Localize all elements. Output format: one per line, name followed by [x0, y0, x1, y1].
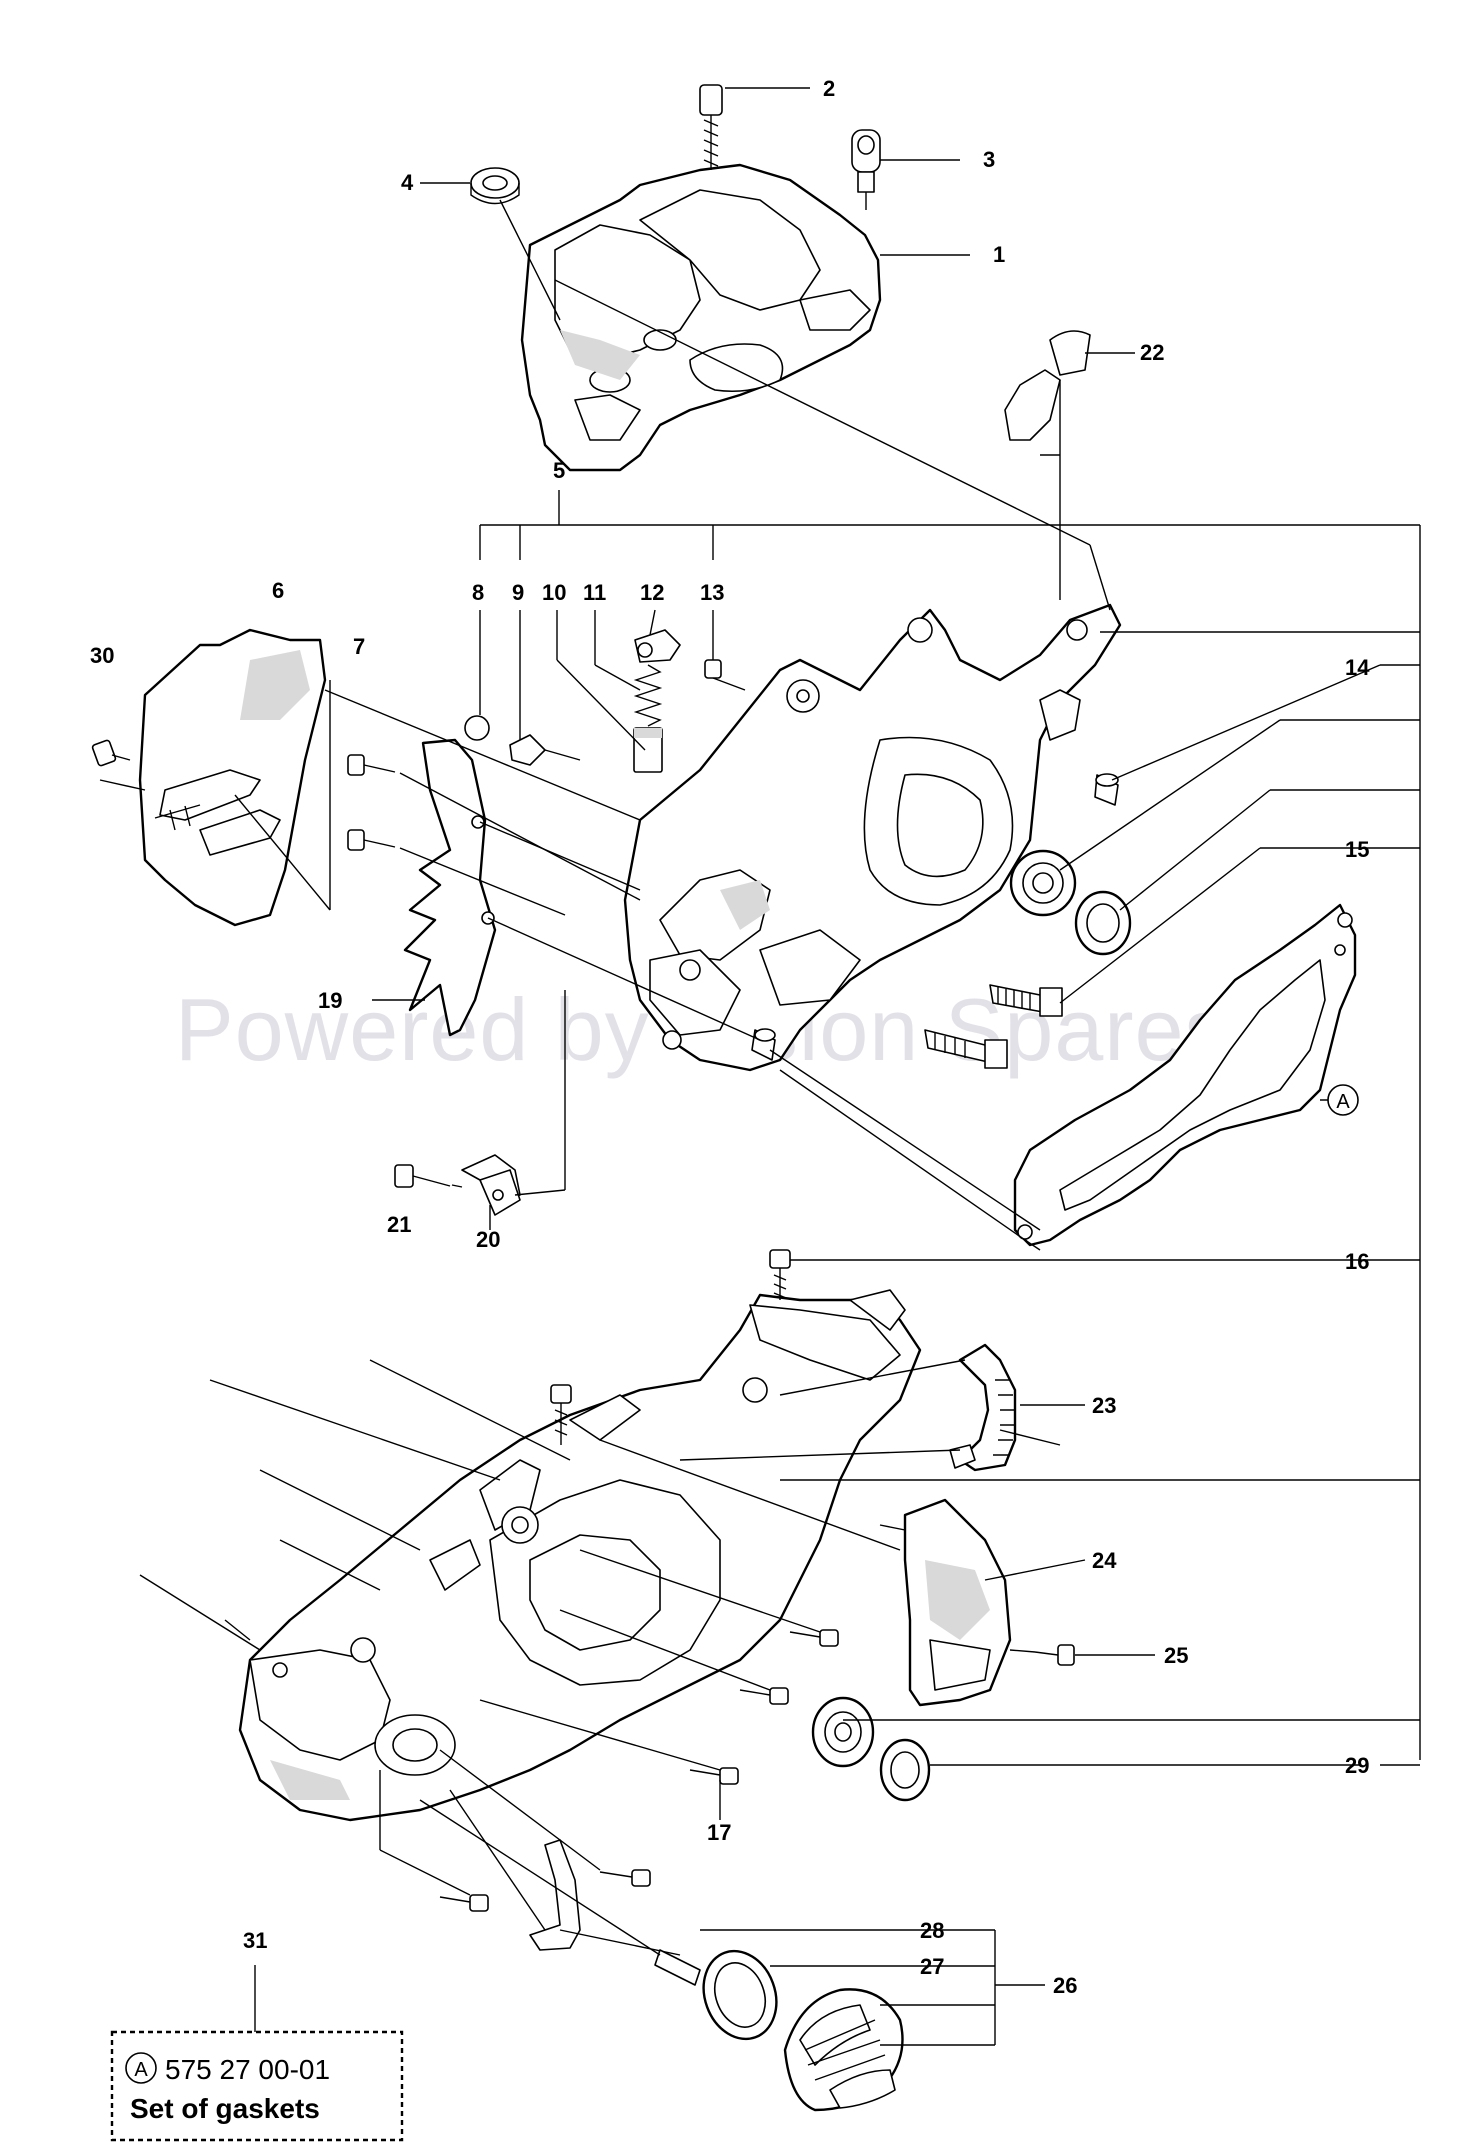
leader-lines — [99, 87, 1421, 2046]
callout-30: 30 — [90, 643, 114, 668]
callout-19: 19 — [318, 988, 342, 1013]
callout-23: 23 — [1092, 1393, 1116, 1418]
callout-24: 24 — [1092, 1548, 1117, 1573]
seal-upper — [1074, 890, 1132, 956]
kit-part-number: 575 27 00-01 — [165, 2054, 330, 2085]
part-11-spring — [633, 664, 663, 727]
callout-15: 15 — [1345, 837, 1369, 862]
part-20-plate — [461, 1154, 521, 1216]
callout-3: 3 — [983, 147, 995, 172]
callout-14: 14 — [1345, 655, 1370, 680]
callout-28: 28 — [920, 1918, 944, 1943]
part-19-spike-bar — [403, 738, 497, 1037]
part-6-cover — [138, 628, 327, 927]
gasket-kit-box: A 575 27 00-01 Set of gaskets — [110, 2030, 404, 2142]
bearing-lower — [811, 1696, 875, 1768]
callout-20: 20 — [476, 1227, 500, 1252]
callout-10: 10 — [542, 580, 566, 605]
part-25-screw — [1034, 1644, 1075, 1666]
part-3-bushing — [851, 129, 881, 210]
gasket-ref-letter: A — [1336, 1091, 1350, 1113]
part-5-crankcase-half — [623, 603, 1122, 1072]
callout-2: 2 — [823, 76, 835, 101]
part-9-pin — [509, 734, 581, 766]
part-14-sleeve — [1094, 773, 1119, 806]
callout-1: 1 — [993, 242, 1005, 267]
callout-12: 12 — [640, 580, 664, 605]
part-10-block — [633, 727, 663, 773]
part-24-cover — [903, 1498, 1012, 1707]
callout-26: 26 — [1053, 1973, 1077, 1998]
part-2-screw — [699, 84, 723, 170]
callout-21: 21 — [387, 1212, 411, 1237]
callout-9: 9 — [512, 580, 524, 605]
kit-description: Set of gaskets — [130, 2093, 320, 2124]
part-22-bracket — [1004, 330, 1091, 600]
part-1-top-housing — [520, 163, 882, 472]
callout-22: 22 — [1140, 340, 1164, 365]
bolt-lower — [924, 1029, 1008, 1069]
part-15-bolt — [989, 984, 1063, 1017]
callout-16: 16 — [1345, 1249, 1369, 1274]
callout-8: 8 — [472, 580, 484, 605]
crankcase-lower — [238, 1289, 922, 1822]
callout-11: 11 — [583, 580, 606, 605]
part-21-screw — [394, 1164, 451, 1188]
callout-numbers: 1 2 3 4 5 6 7 8 9 10 11 12 13 14 15 16 1… — [90, 76, 1370, 1998]
callout-17: 17 — [707, 1820, 731, 1845]
callout-29: 29 — [1345, 1753, 1369, 1778]
gasket-ref-marker: A — [1327, 1084, 1359, 1116]
callout-27: 27 — [920, 1954, 944, 1979]
part-8-filter — [464, 715, 490, 741]
callout-7: 7 — [353, 634, 365, 659]
callout-13: 13 — [700, 580, 724, 605]
part-29-seal — [879, 1738, 931, 1802]
gasket-a — [1013, 903, 1357, 1247]
callout-31: 31 — [243, 1928, 267, 1953]
part-7-screw — [347, 754, 396, 851]
part-12-lever — [634, 629, 681, 663]
lever-bracket — [529, 1839, 681, 1956]
part-26-fuel-cap — [783, 1988, 904, 2112]
part-30-screw — [91, 739, 131, 767]
screws-lower — [439, 1629, 839, 1912]
part-23-chain-catcher — [949, 1343, 1017, 1472]
callout-25: 25 — [1164, 1643, 1188, 1668]
part-16-screw — [550, 1249, 791, 1445]
callout-6: 6 — [272, 578, 284, 603]
part-28-pin — [654, 1949, 701, 1986]
sleeve-lower — [751, 1028, 776, 1061]
callout-5: 5 — [553, 458, 565, 483]
part-13-screw — [704, 659, 746, 691]
callout-4: 4 — [401, 170, 414, 195]
bearing-upper — [1009, 849, 1077, 917]
kit-ref-symbol: A — [134, 2059, 148, 2081]
part-27-seal-ring — [702, 1949, 778, 2041]
part-4-grommet — [470, 167, 520, 205]
